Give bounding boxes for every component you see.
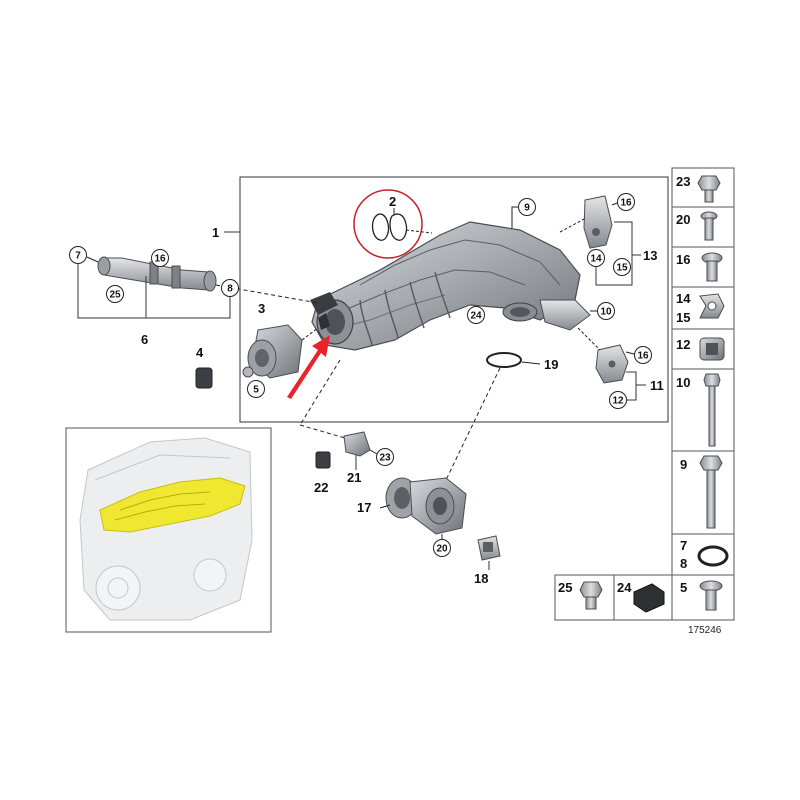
legend-label-14: 14	[676, 291, 691, 306]
bracket-6	[77, 264, 231, 319]
legend-cap-24-icon	[633, 583, 665, 613]
parts-legend	[554, 167, 735, 621]
gasket-detail	[353, 189, 433, 259]
callout-2: 2	[389, 194, 396, 209]
svg-text:16: 16	[620, 198, 632, 209]
legend-plug-25-icon	[579, 581, 603, 610]
callout-circle-14: 14	[587, 249, 605, 267]
callout-circle-25: 25	[106, 285, 124, 303]
legend-label-25: 25	[558, 580, 572, 595]
legend-label-12: 12	[676, 337, 690, 352]
callout-11: 11	[650, 378, 664, 393]
callout-circle-12: 12	[609, 391, 627, 409]
callout-circle-9: 9	[518, 198, 536, 216]
legend-label-23: 23	[676, 174, 690, 189]
callout-circle-16c: 16	[634, 346, 652, 364]
callout-22: 22	[314, 480, 328, 495]
legend-labels: 23 20 16 14 15 12 10 9 7 8 5 25 24	[558, 174, 691, 595]
throttle-actuator	[242, 324, 319, 379]
svg-text:20: 20	[436, 544, 448, 555]
callout-circle-10: 10	[597, 302, 615, 320]
manifold-runners	[359, 271, 451, 346]
callout-18: 18	[474, 571, 488, 586]
svg-text:12: 12	[612, 396, 624, 407]
legend-bolt-9-icon	[699, 455, 723, 529]
svg-text:10: 10	[600, 307, 612, 318]
callout-6: 6	[141, 332, 148, 347]
callout-circle-24: 24	[467, 306, 485, 324]
callout-circle-5: 5	[247, 380, 265, 398]
callout-circle-15: 15	[613, 258, 631, 276]
legend-label-9: 9	[680, 457, 687, 472]
legend-label-20: 20	[676, 212, 690, 227]
legend-label-5: 5	[680, 580, 687, 595]
legend-clamp-12-icon	[699, 337, 725, 361]
circled-callouts: 7 16 25 8 5 9 24 10	[69, 193, 652, 557]
bracket-11	[577, 327, 629, 384]
intake-manifold	[310, 221, 591, 351]
o-ring-19	[486, 352, 522, 368]
svg-text:25: 25	[109, 290, 121, 301]
legend-bolt-10-icon	[703, 373, 721, 447]
svg-text:14: 14	[590, 254, 602, 265]
legend-label-8: 8	[680, 556, 687, 571]
callout-circle-8: 8	[221, 279, 239, 297]
egr-pipe	[97, 256, 319, 304]
engine-inset	[65, 427, 272, 633]
legend-label-10: 10	[676, 375, 690, 390]
bracket-13	[559, 195, 613, 249]
callout-circle-23: 23	[376, 448, 394, 466]
assembly-frame	[239, 176, 669, 423]
callout-3: 3	[258, 301, 265, 316]
legend-bolt-23-icon	[697, 175, 721, 203]
plain-callouts: 1 2 3 4 6 11 13 17 18 19 21 22	[141, 194, 664, 586]
svg-text:8: 8	[227, 284, 233, 295]
sensor-21	[343, 431, 371, 470]
svg-text:9: 9	[524, 203, 530, 214]
callout-17: 17	[357, 500, 371, 515]
part-18-connector	[477, 535, 501, 561]
callout-1: 1	[212, 225, 219, 240]
svg-text:15: 15	[616, 263, 628, 274]
legend-bolt-16-icon	[701, 252, 723, 282]
callout-circle-7: 7	[69, 246, 87, 264]
callout-21: 21	[347, 470, 361, 485]
legend-label-24: 24	[617, 580, 632, 595]
legend-label-16: 16	[676, 252, 690, 267]
legend-screw-5-icon	[699, 580, 723, 611]
svg-text:7: 7	[75, 251, 81, 262]
legend-label-15: 15	[676, 310, 690, 325]
diagram-number: 175246	[688, 625, 722, 636]
svg-text:24: 24	[470, 311, 482, 322]
legend-clip-14-icon	[699, 293, 725, 319]
callout-circle-16a: 16	[151, 249, 169, 267]
part-22-block	[315, 451, 331, 469]
legend-label-7: 7	[680, 538, 687, 553]
bracket-11-leader	[626, 371, 637, 401]
callout-circle-20: 20	[433, 539, 451, 557]
legend-o-ring-8-icon	[697, 545, 729, 567]
svg-text:16: 16	[154, 254, 166, 265]
legend-screw-20-icon	[700, 211, 718, 241]
svg-text:5: 5	[253, 385, 259, 396]
callout-13: 13	[643, 248, 657, 263]
gasket-highlight-circle	[353, 189, 423, 259]
svg-text:16: 16	[637, 351, 649, 362]
callout-4: 4	[196, 345, 204, 360]
throttle-body-17	[379, 477, 467, 535]
callout-circle-16b: 16	[617, 193, 635, 211]
bracket-13-leader	[595, 221, 633, 286]
svg-text:23: 23	[379, 453, 391, 464]
highlight-arrow	[287, 335, 330, 399]
part-4-grommet	[195, 367, 213, 389]
callout-19: 19	[544, 357, 558, 372]
